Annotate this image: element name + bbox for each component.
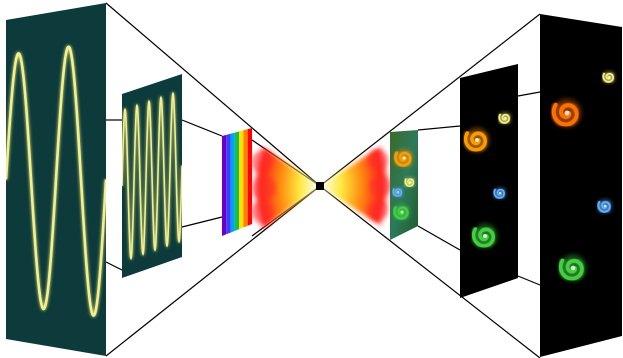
wave-panel-small	[122, 74, 182, 278]
spectrum-band	[247, 128, 252, 226]
swirl-panel-large	[540, 14, 622, 357]
swirl-blue	[493, 186, 507, 200]
projection-lines	[105, 2, 541, 358]
spectrum-band	[230, 132, 235, 233]
spectrum-band	[239, 130, 244, 230]
swirl-panel-mid	[460, 64, 518, 298]
sine-wave-dense	[122, 91, 182, 261]
spectrum-band	[226, 133, 231, 235]
swirl-green	[471, 223, 498, 249]
swirl-yellow	[602, 70, 616, 84]
swirl-orange	[394, 148, 414, 168]
spectrum-band	[222, 134, 227, 236]
swirl-blue	[392, 186, 404, 198]
swirl-orange	[463, 127, 490, 153]
swirl-card	[390, 130, 418, 240]
focal-point	[316, 182, 324, 190]
sine-wave-large	[6, 45, 106, 317]
spectrum-band	[243, 129, 248, 228]
swirl-orange	[551, 98, 582, 128]
glow-cone-right	[320, 140, 391, 232]
spectrum-strip	[222, 128, 252, 236]
swirl-blue	[597, 198, 613, 214]
swirl-yellow	[404, 176, 416, 188]
glow-cone-left	[251, 140, 320, 236]
spectrum-band	[234, 131, 240, 231]
swirl-green	[558, 254, 587, 282]
swirl-yellow	[498, 111, 512, 125]
swirl-green	[393, 203, 411, 221]
wave-panel-large	[6, 3, 106, 356]
